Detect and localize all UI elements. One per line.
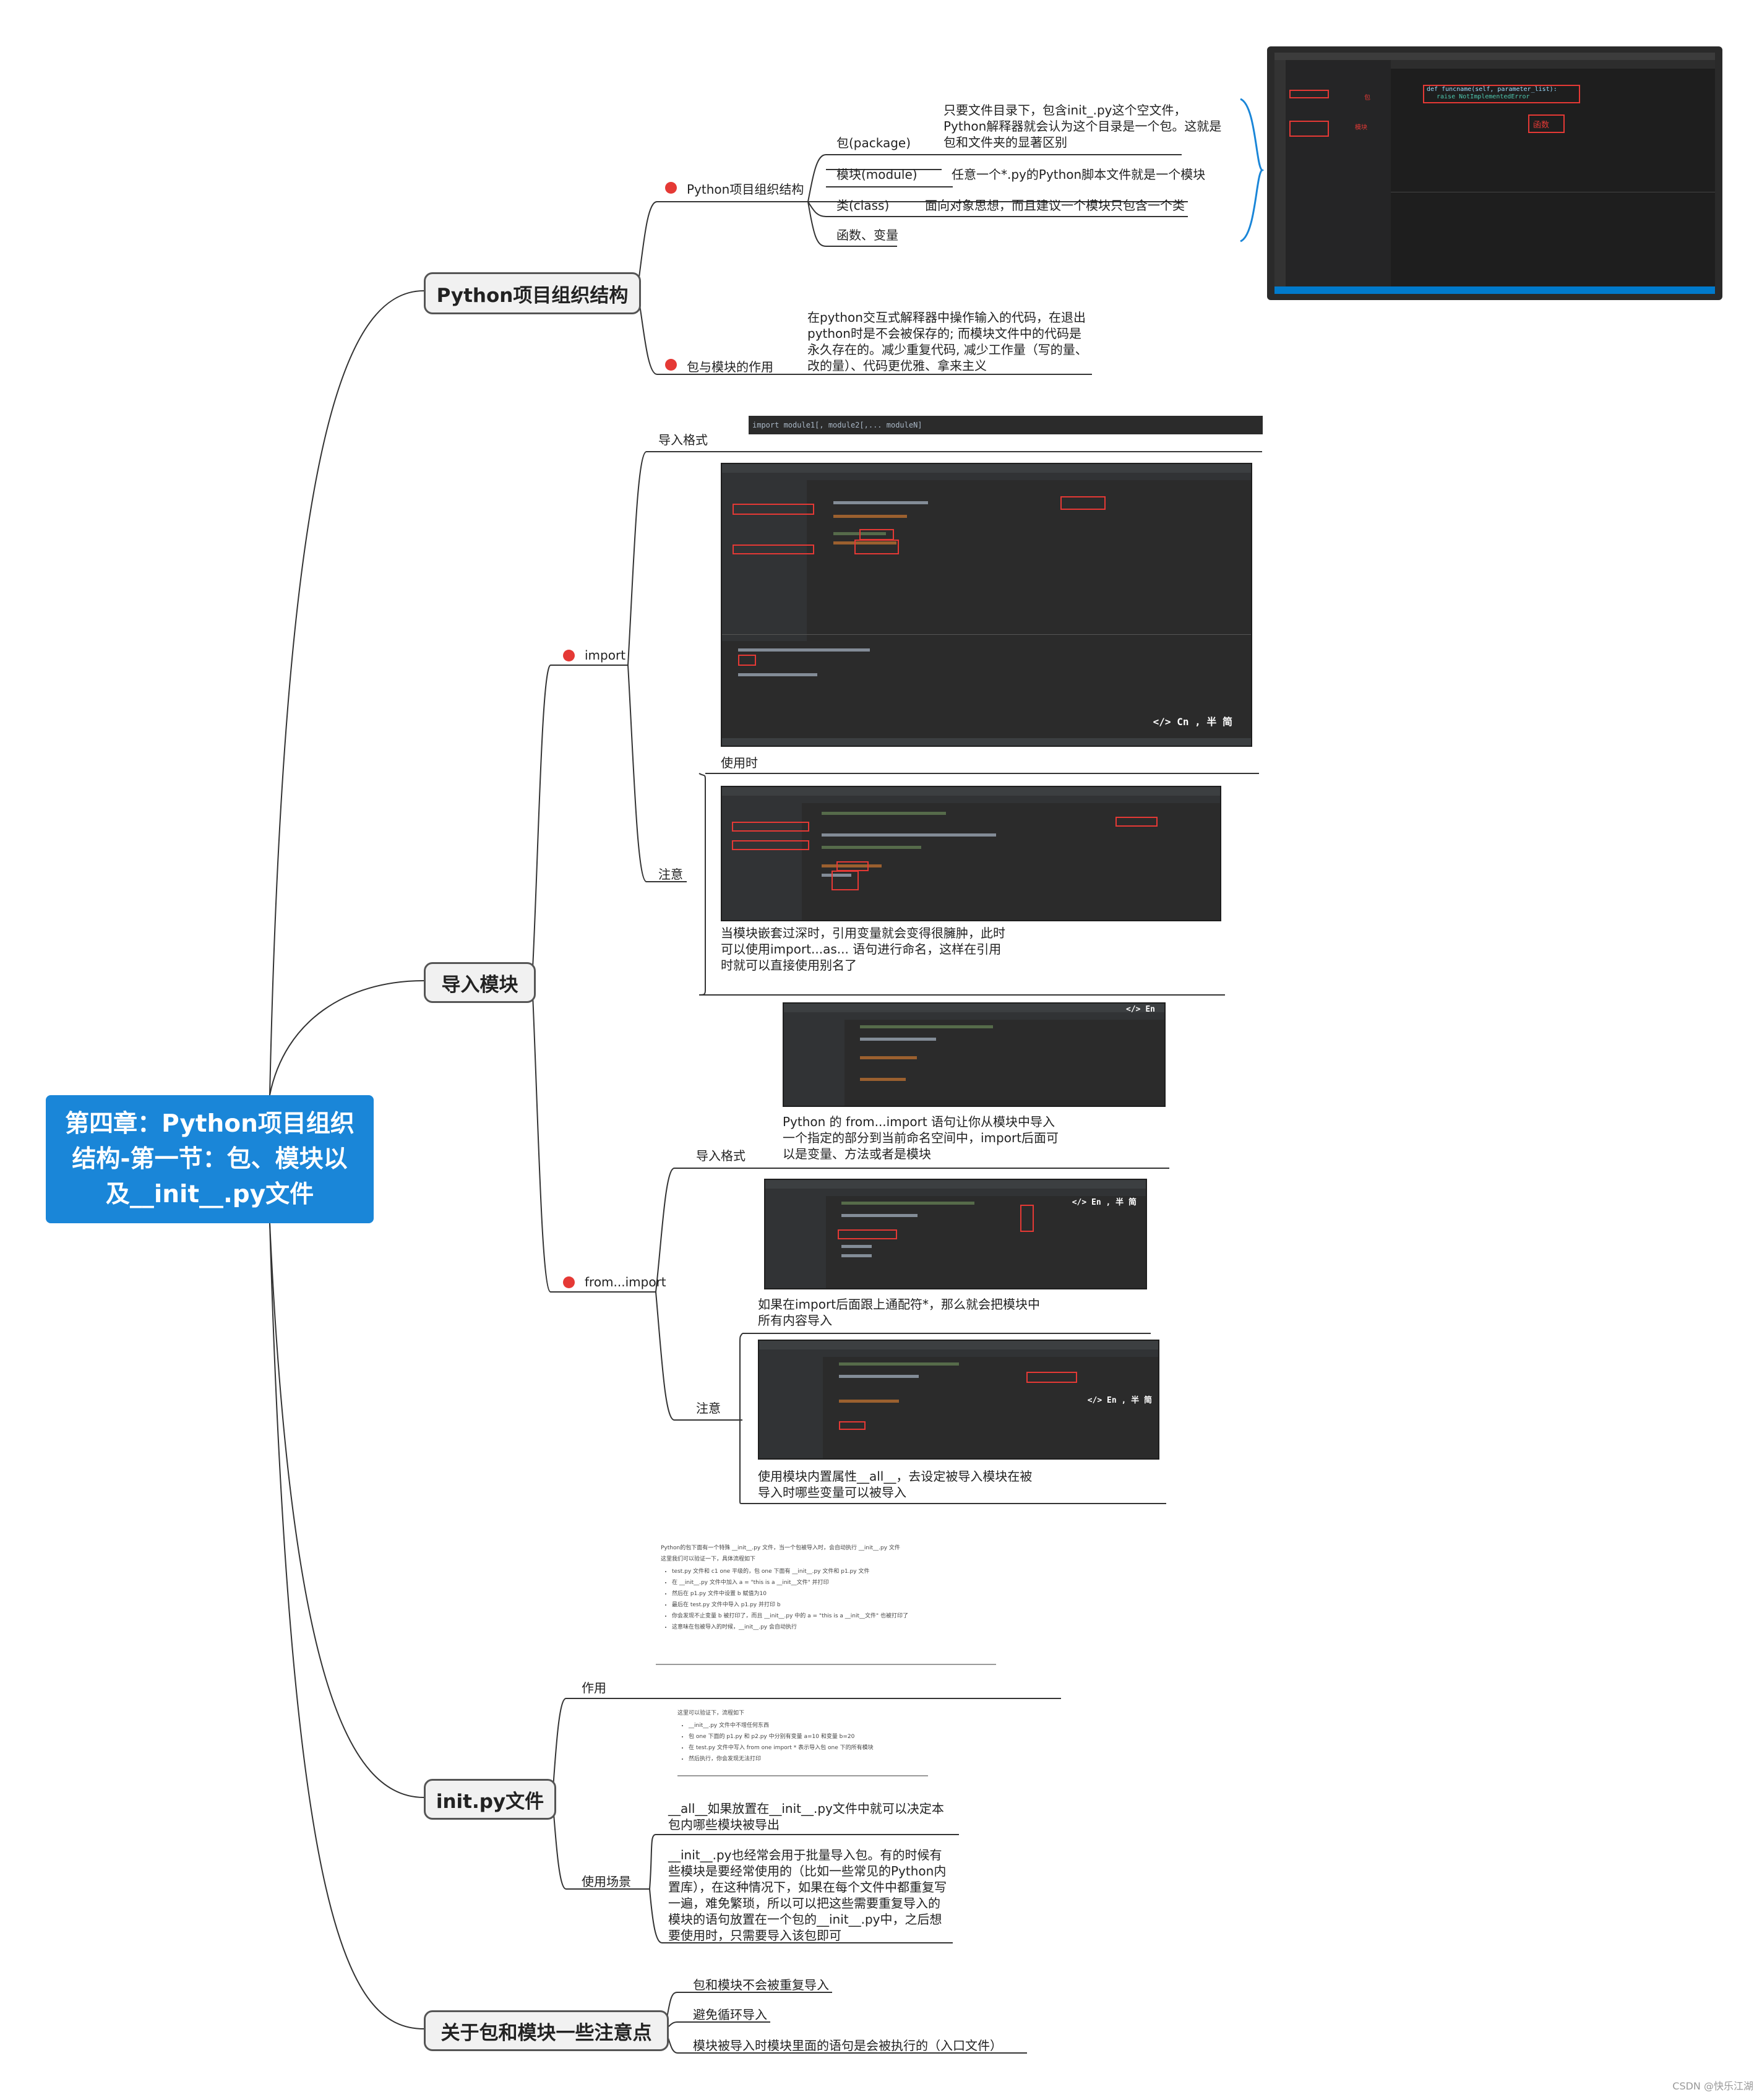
pycharm-screenshot-from-all: </> En , 半 简	[758, 1340, 1159, 1460]
note-item[interactable]: 模块被导入时模块里面的语句是会被执行的（入口文件）	[693, 2038, 1002, 2053]
init-doc2-bullet: 在 test.py 文件中写入 from one import * 表示导入包 …	[689, 1744, 937, 1752]
import-format-code: import module1[, module2[,... moduleN]	[749, 416, 1263, 434]
from-format-label[interactable]: 导入格式	[696, 1148, 746, 1163]
init-doc2-bullet: 然后执行，你会发现无法打印	[689, 1755, 937, 1763]
pycharm-screenshot-from-star: </> En , 半 简	[764, 1179, 1147, 1289]
init-doc1-bullet: 最后在 test.py 文件中导入 p1.py 并打印 b	[672, 1601, 1007, 1609]
init-doc-excerpt-1: Python的包下面有一个特殊 __init__.py 文件，当一个包被导入时，…	[661, 1544, 1007, 1632]
branch-structure-title: Python项目组织结构	[436, 284, 629, 307]
vscode-code-line2: raise NotImplementedError	[1437, 93, 1530, 100]
branch-init[interactable]: init.py文件	[424, 1779, 556, 1820]
import-usage-label[interactable]: 使用时	[721, 755, 758, 770]
item-class-desc: 面向对象思想，而且建议一个模块只包含一个类	[925, 198, 1185, 213]
item-package-desc: 只要文件目录下，包含init_.py这个空文件，Python解释器就会认为这个目…	[943, 103, 1222, 150]
init-doc1-bullet: test.py 文件和 c1 one 平级的，包 one 下面有 __init_…	[672, 1567, 1007, 1576]
annot-module: 模块	[1355, 124, 1367, 131]
init-doc1-bullet: 你会发现不止变量 b 被打印了，而且 __init__.py 中的 a = "t…	[672, 1612, 1007, 1620]
watermark: CSDN @快乐江湖	[1672, 2080, 1753, 2092]
bullet-dot-icon	[665, 359, 677, 371]
pycharm-screenshot-from-format: </> En	[783, 1002, 1166, 1107]
init-scene-label[interactable]: 使用场景	[582, 1874, 631, 1889]
branch-import-module-title: 导入模块	[441, 973, 518, 996]
ime-stamp-en: </> En , 半 简	[1087, 1396, 1152, 1405]
init-doc1-bullet: 在 __init__.py 文件中加入 a = "this is a __ini…	[672, 1578, 1007, 1587]
init-doc1-sub: 这里我们可以验证一下，具体流程如下	[661, 1556, 756, 1562]
sub-role-desc: 在python交互式解释器中操作输入的代码，在退出python时是不会被保存的;…	[807, 310, 1088, 373]
ime-stamp-cn: </> Cn , 半 简	[1153, 716, 1232, 728]
item-module-desc: 任意一个*.py的Python脚本文件就是一个模块	[952, 167, 1206, 182]
import-note-desc: 当模块嵌套过深时，引用变量就会变得很臃肿，此时可以使用import...as..…	[721, 926, 1005, 973]
init-doc1-bullet: 这意味在包被导入的时候，__init__.py 会自动执行	[672, 1623, 1007, 1632]
init-effect-desc: __all__如果放置在__init__.py文件中就可以决定本包内哪些模块被导…	[668, 1801, 944, 1832]
sub-from-import-label[interactable]: from...import	[585, 1275, 666, 1289]
sub-role-label[interactable]: 包与模块的作用	[687, 359, 773, 374]
central-topic-label: 第四章：Python项目组织结构-第一节：包、模块以及__init__.py文件	[65, 1110, 355, 1208]
bullet-dot-icon	[563, 1276, 575, 1288]
init-doc-excerpt-2: 这里可以验证下，流程如下 __init__.py 文件中不增任何东西 包 one…	[677, 1709, 937, 1763]
vscode-screenshot: 包 模块 def funcname(self, parameter_list):…	[1267, 46, 1722, 300]
branch-notes[interactable]: 关于包和模块一些注意点	[424, 2010, 669, 2051]
item-module-label[interactable]: 模块(module)	[836, 167, 918, 182]
branch-notes-title: 关于包和模块一些注意点	[440, 2021, 652, 2044]
item-class-label[interactable]: 类(class)	[836, 198, 890, 213]
sub-structure-label[interactable]: Python项目组织结构	[687, 182, 804, 197]
item-package-label[interactable]: 包(package)	[836, 136, 911, 150]
init-scene-desc: __init__.py也经常会用于批量导入包。有的时候有些模块是要经常使用的（比…	[668, 1848, 947, 1943]
pycharm-screenshot-import: </> Cn , 半 简	[721, 463, 1252, 747]
bullet-dot-icon	[665, 182, 677, 194]
from-note-desc-2: 使用模块内置属性__all__，去设定被导入模块在被导入时哪些变量可以被导入	[758, 1469, 1033, 1500]
from-format-desc: Python 的 from...import 语句让你从模块中导入一个指定的部分…	[783, 1114, 1059, 1161]
vscode-code-line1: def funcname(self, parameter_list):	[1427, 86, 1557, 93]
branch-init-title: init.py文件	[436, 1790, 544, 1813]
import-format-label[interactable]: 导入格式	[658, 432, 708, 447]
item-func-label[interactable]: 函数、变量	[836, 228, 898, 243]
bullet-dot-icon	[563, 650, 575, 661]
init-effect-label[interactable]: 作用	[582, 1680, 606, 1695]
init-doc1-bullet: 然后在 p1.py 文件中设置 b 赋值为10	[672, 1590, 1007, 1598]
annot-package: 包	[1364, 95, 1370, 101]
note-item[interactable]: 避免循环导入	[693, 2007, 767, 2022]
central-topic[interactable]: 第四章：Python项目组织结构-第一节：包、模块以及__init__.py文件	[46, 1095, 374, 1223]
branch-import-module[interactable]: 导入模块	[424, 962, 536, 1003]
import-note-label[interactable]: 注意	[658, 867, 683, 882]
init-doc2-bullet: 包 one 下面的 p1.py 和 p2.py 中分别有变量 a=10 和变量 …	[689, 1732, 937, 1741]
init-doc2-title: 这里可以验证下，流程如下	[677, 1710, 745, 1716]
branch-structure[interactable]: Python项目组织结构	[424, 272, 641, 314]
init-doc1-title: Python的包下面有一个特殊 __init__.py 文件，当一个包被导入时，…	[661, 1545, 900, 1551]
annot-function: 函数	[1533, 121, 1550, 130]
sub-import-label[interactable]: import	[585, 648, 626, 663]
note-item[interactable]: 包和模块不会被重复导入	[693, 1977, 829, 1992]
from-note-desc-1: 如果在import后面跟上通配符*，那么就会把模块中所有内容导入	[758, 1297, 1041, 1328]
init-doc2-bullet: __init__.py 文件中不增任何东西	[689, 1721, 937, 1730]
from-note-label[interactable]: 注意	[696, 1401, 721, 1416]
pycharm-screenshot-import-as	[721, 786, 1221, 921]
